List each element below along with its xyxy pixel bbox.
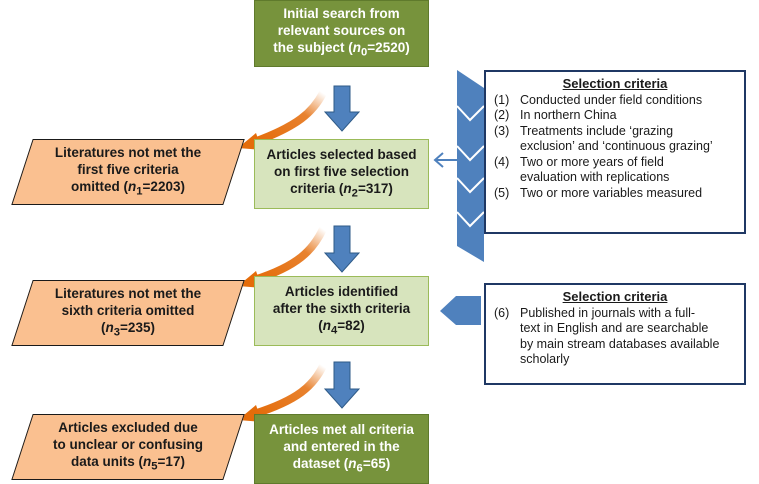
final-dataset-box: Articles met all criteria and entered in…: [254, 414, 429, 484]
down-arrow-2: [323, 225, 361, 273]
final-line-2: and entered in the: [283, 438, 400, 454]
criteria2-title: Selection criteria: [562, 289, 668, 304]
criteria1-item: (4)Two or more years of field evaluation…: [494, 154, 670, 185]
final-line-1: Articles met all criteria: [269, 421, 414, 437]
omitted-third-box: Articles excluded due to unclear or conf…: [11, 414, 245, 480]
initial-line-3: the subject (: [273, 40, 353, 56]
selected-line-1: Articles selected based: [266, 146, 417, 162]
selection-chevron-column: [457, 70, 484, 262]
omitted-first-line-3: omitted (: [71, 178, 129, 194]
criteria1-title: Selection criteria: [562, 76, 668, 91]
criteria-feed-arrow: [433, 152, 457, 168]
selected-articles-box: Articles selected based on first five se…: [254, 139, 429, 209]
selected-line-3: criteria (: [290, 180, 344, 196]
initial-line-2: relevant sources on: [277, 23, 406, 39]
omitted-second-line-1: Literatures not met the: [54, 285, 202, 301]
omitted-third-line-1: Articles excluded due: [58, 419, 198, 435]
criteria1-item: (3)Treatments include ‘grazing exclusion…: [494, 123, 713, 154]
selected-line-2: on first five selection: [273, 163, 410, 179]
criteria1-item: (1)Conducted under field conditions: [494, 92, 703, 107]
criteria1-item: (5)Two or more variables measured: [494, 185, 703, 200]
identified-line-2: after the sixth criteria: [272, 300, 411, 316]
omitted-third-line-3: data units (: [71, 453, 144, 469]
initial-line-1: Initial search from: [283, 6, 400, 22]
omitted-second-line-3: (: [101, 319, 106, 335]
criteria2-feed-arrow: [440, 296, 481, 325]
criteria1-item: (2)In northern China: [494, 108, 617, 122]
omitted-second-box: Literatures not met the sixth criteria o…: [11, 280, 245, 346]
omitted-second-line-2: sixth criteria omitted: [61, 302, 195, 318]
identified-line-1: Articles identified: [284, 283, 399, 299]
omitted-first-box: Literatures not met the first five crite…: [11, 139, 245, 205]
identified-articles-box: Articles identified after the sixth crit…: [254, 276, 429, 346]
identified-line-3: (: [318, 317, 323, 333]
chevron-markers: [456, 105, 485, 228]
initial-search-box: Initial search from relevant sources on …: [254, 0, 429, 67]
selection-criteria-box-1: Selection criteria (1)Conducted under fi…: [484, 70, 746, 234]
omitted-first-line-1: Literatures not met the: [54, 144, 202, 160]
omitted-first-line-2: first five criteria: [77, 161, 179, 177]
final-line-3: dataset (: [292, 455, 349, 471]
down-arrow-3: [323, 361, 361, 409]
down-arrow-1: [323, 85, 361, 132]
selection-criteria-box-2: Selection criteria (6)Published in journ…: [484, 283, 746, 385]
criteria2-item: (6)Published in journals with a full- te…: [494, 305, 720, 367]
omitted-third-line-2: to unclear or confusing: [52, 436, 203, 452]
